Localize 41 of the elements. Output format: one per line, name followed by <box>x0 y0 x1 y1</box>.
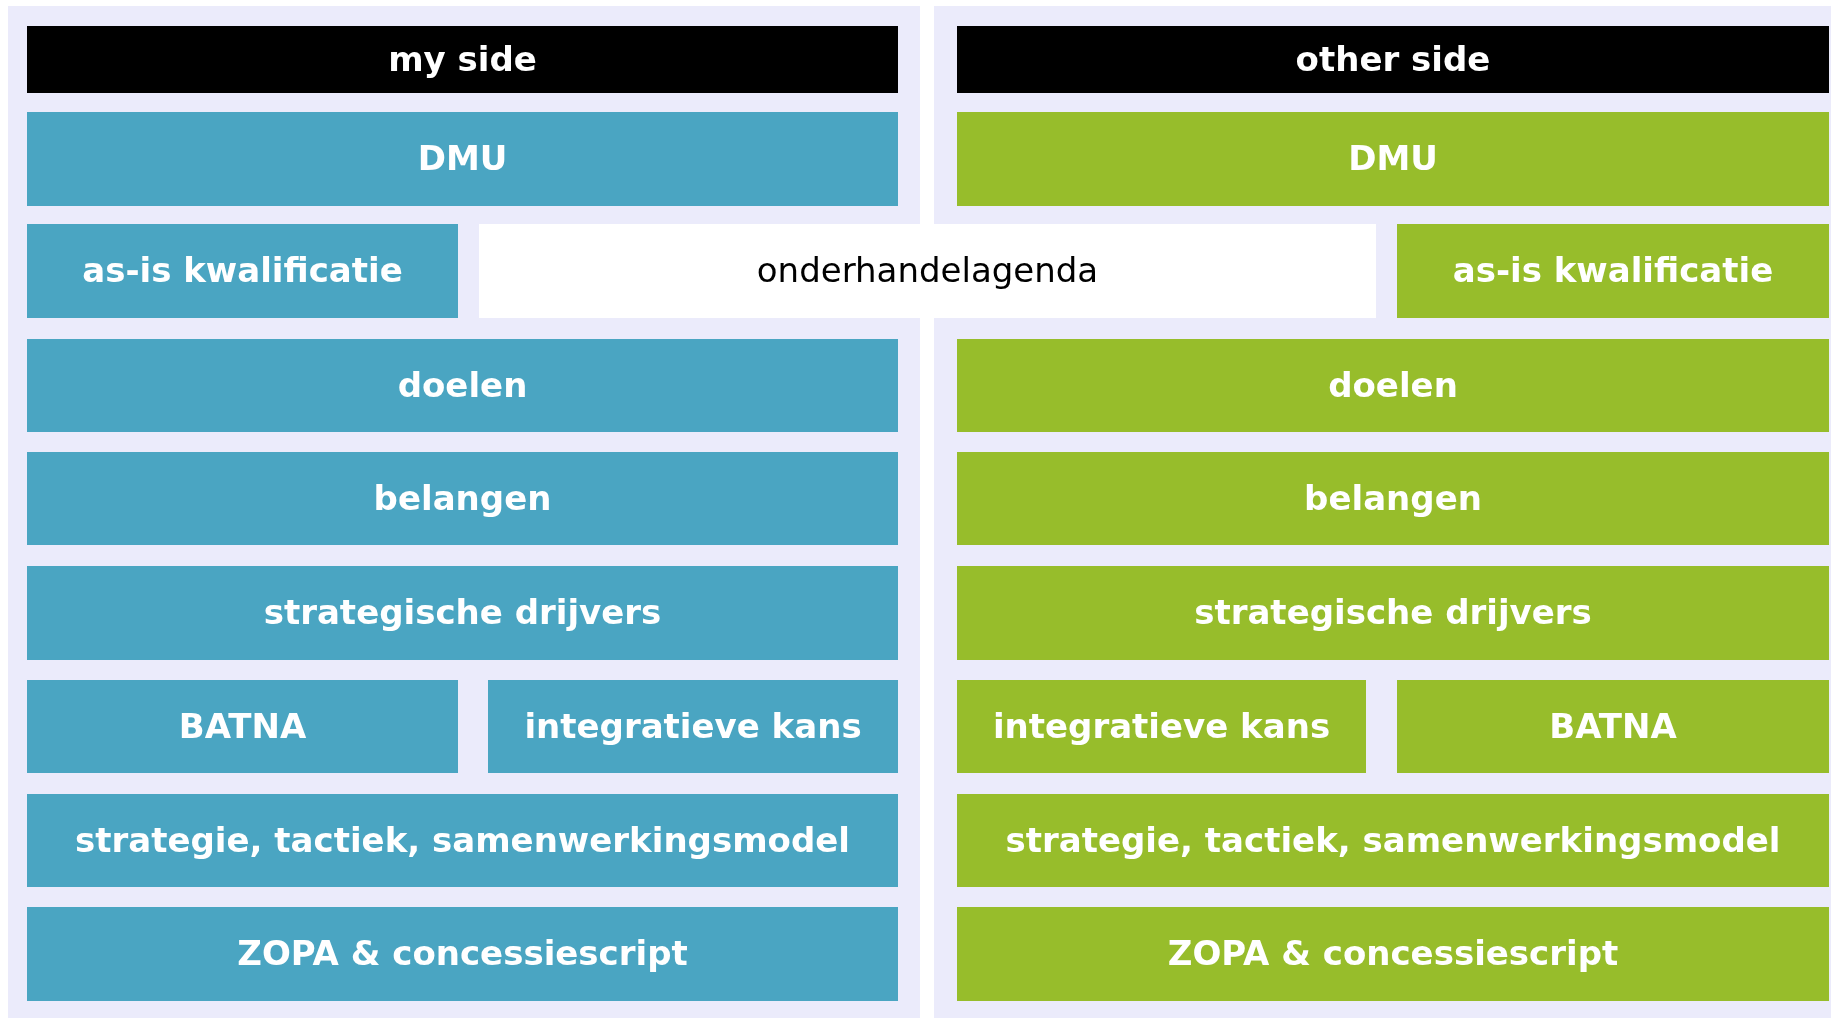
category-box <box>957 680 1366 773</box>
box-label: other side <box>1295 40 1491 79</box>
category-box <box>27 452 898 545</box>
box-label: belangen <box>1304 479 1482 518</box>
category-box <box>1397 224 1829 318</box>
box-label: as-is kwalificatie <box>1452 252 1774 290</box>
category-box <box>957 566 1829 660</box>
box-label: onderhandelagenda <box>756 252 1099 290</box>
box-label: ZOPA & concessiescript <box>1167 935 1619 973</box>
category-box <box>27 907 898 1001</box>
category-box <box>1397 680 1829 773</box>
box-label: BATNA <box>178 707 307 746</box>
category-box <box>27 339 898 432</box>
box-label: strategische drijvers <box>1194 594 1592 632</box>
box-label: DMU <box>417 140 508 178</box>
box-label: ZOPA & concessiescript <box>237 935 688 973</box>
category-box <box>957 452 1829 545</box>
box-label: my side <box>388 40 537 79</box>
category-box <box>488 680 898 773</box>
category-box <box>27 566 898 660</box>
category-box <box>27 680 458 773</box>
box-label: belangen <box>373 479 552 518</box>
box-label: strategie, tactiek, samenwerkingsmodel <box>1005 821 1781 860</box>
box-label: BATNA <box>1549 707 1677 746</box>
box-label: strategie, tactiek, samenwerkingsmodel <box>75 821 850 860</box>
category-box <box>957 339 1829 432</box>
category-box <box>957 112 1829 206</box>
box-label: as-is kwalificatie <box>82 252 403 290</box>
header-bar <box>957 26 1829 93</box>
box-label: doelen <box>397 366 528 405</box>
category-box <box>27 112 898 206</box>
box-label: strategische drijvers <box>263 594 662 632</box>
box-label: integratieve kans <box>524 707 862 746</box>
category-box <box>957 794 1829 887</box>
box-label: integratieve kans <box>992 707 1331 746</box>
category-box <box>957 907 1829 1001</box>
category-box <box>27 794 898 887</box>
category-box <box>27 224 458 318</box>
box-label: doelen <box>1328 366 1458 405</box>
box-label: DMU <box>1348 140 1438 178</box>
header-bar <box>27 26 898 93</box>
